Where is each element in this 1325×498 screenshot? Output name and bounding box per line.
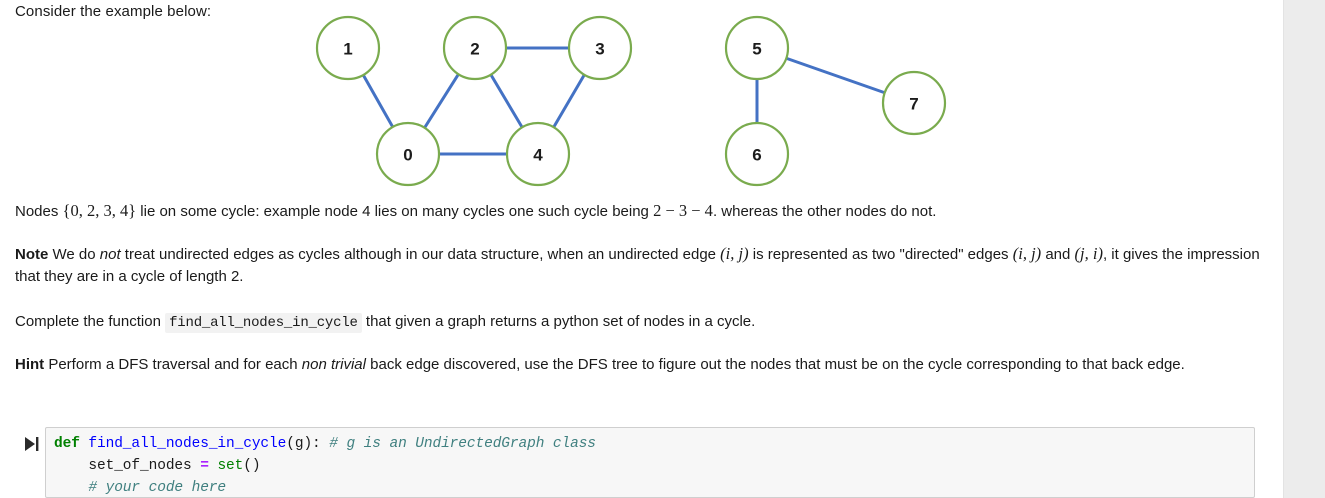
complete-part2: that given a graph returns a python set … xyxy=(361,313,756,330)
graph-node-circle-1 xyxy=(315,15,381,81)
code-source[interactable]: def find_all_nodes_in_cycle(g): # g is a… xyxy=(46,428,1254,497)
right-scroll-gutter[interactable] xyxy=(1283,0,1325,498)
graph-node-3: 3 xyxy=(567,15,633,81)
note-emphasis-not: not xyxy=(99,246,121,263)
graph-edge-3-4 xyxy=(552,73,586,129)
graph-node-label-6: 6 xyxy=(752,146,761,165)
nodes-set: {0, 2, 3, 4} xyxy=(62,201,137,220)
graph-node-label-3: 3 xyxy=(595,40,604,59)
code-editor[interactable]: def find_all_nodes_in_cycle(g): # g is a… xyxy=(45,427,1255,498)
graph-node-circle-0 xyxy=(375,121,441,187)
hint-emphasis-non-trivial: non trivial xyxy=(301,356,366,373)
code-token-2-0: # your code here xyxy=(54,480,227,496)
code-token-1-3: set xyxy=(217,458,244,474)
complete-part1: Complete the function xyxy=(15,313,166,330)
hint-lead: Hint xyxy=(15,356,45,373)
graph-node-circle-4 xyxy=(505,121,571,187)
note-edge-ij-2: (i, j) xyxy=(1012,244,1042,263)
graph-nodes: 1 2 3 0 4 5 6 7 xyxy=(315,15,947,187)
code-token-0-3: # g is an UndirectedGraph class xyxy=(329,436,596,452)
inline-code-function-name: find_all_nodes_in_cycle xyxy=(165,313,362,333)
cell-prompt-label: : xyxy=(0,437,6,452)
graph-node-circle-7 xyxy=(881,70,947,136)
graph-node-4: 4 xyxy=(505,121,571,187)
graph-edge-0-2 xyxy=(423,72,460,130)
graph-svg: 1 2 3 0 4 5 6 7 xyxy=(315,15,947,187)
nodes-mid: lie on some cycle: example node 4 lies o… xyxy=(136,203,654,220)
graph-node-circle-5 xyxy=(724,15,790,81)
graph-node-label-4: 4 xyxy=(533,146,543,165)
graph-node-circle-3 xyxy=(567,15,633,81)
graph-edges xyxy=(361,46,887,156)
code-token-1-4: () xyxy=(243,458,261,474)
graph-node-0: 0 xyxy=(375,121,441,187)
graph-edge-5-7 xyxy=(784,56,887,95)
hint-part1: Perform a DFS traversal and for each xyxy=(44,356,302,373)
note-part5: , it gives the impression that they are … xyxy=(15,246,1260,285)
nodes-prefix: Nodes xyxy=(15,203,63,220)
code-token-1-1: = xyxy=(200,458,209,474)
note-edge-ji: (j, i) xyxy=(1074,244,1103,263)
graph-edge-2-4 xyxy=(489,73,524,129)
code-cell: : def find_all_nodes_in_cycle(g): # g is… xyxy=(0,427,1283,498)
play-triangle-icon xyxy=(25,437,39,451)
code-token-1-0: set_of_nodes xyxy=(54,458,201,474)
graph-node-6: 6 xyxy=(724,121,790,187)
note-part1: We do xyxy=(48,246,100,263)
graph-node-1: 1 xyxy=(315,15,381,81)
graph-node-2: 2 xyxy=(442,15,508,81)
note-part3: is represented as two "directed" edges xyxy=(748,246,1013,263)
graph-node-label-5: 5 xyxy=(752,40,761,59)
cycle-example: 2 − 3 − 4 xyxy=(653,201,713,220)
graph-node-label-7: 7 xyxy=(909,95,918,114)
note-lead: Note xyxy=(15,246,49,263)
nodes-suffix: . whereas the other nodes do not. xyxy=(712,203,937,220)
code-token-0-1: find_all_nodes_in_cycle xyxy=(88,436,287,452)
hint-part2: back edge discovered, use the DFS tree t… xyxy=(365,356,1185,373)
graph-edge-1-0 xyxy=(361,73,395,129)
note-edge-ij-1: (i, j) xyxy=(720,244,749,263)
graph-node-circle-6 xyxy=(724,121,790,187)
graph-node-7: 7 xyxy=(881,70,947,136)
paragraph-nodes-on-cycle: Nodes {0, 2, 3, 4} lie on some cycle: ex… xyxy=(15,200,1260,223)
note-part2: treat undirected edges as cycles althoug… xyxy=(120,246,721,263)
code-token-0-2: (g): xyxy=(286,436,330,452)
graph-node-5: 5 xyxy=(724,15,790,81)
graph-node-label-2: 2 xyxy=(470,40,479,59)
code-token-0-0: def xyxy=(54,436,89,452)
graph-figure: 1 2 3 0 4 5 6 7 xyxy=(300,8,980,193)
graph-node-label-0: 0 xyxy=(403,146,412,165)
intro-text: Consider the example below: xyxy=(15,3,212,20)
note-part4: and xyxy=(1041,246,1075,263)
paragraph-complete-function: Complete the function find_all_nodes_in_… xyxy=(15,311,1260,334)
paragraph-hint: Hint Perform a DFS traversal and for eac… xyxy=(15,354,1260,376)
graph-node-circle-2 xyxy=(442,15,508,81)
run-cell-icon[interactable] xyxy=(22,435,40,453)
notebook-page: Consider the example below: 1 2 3 0 4 5 6 7 Nod… xyxy=(0,3,1283,498)
graph-node-label-1: 1 xyxy=(343,40,352,59)
paragraph-note: Note We do not treat undirected edges as… xyxy=(15,243,1260,288)
